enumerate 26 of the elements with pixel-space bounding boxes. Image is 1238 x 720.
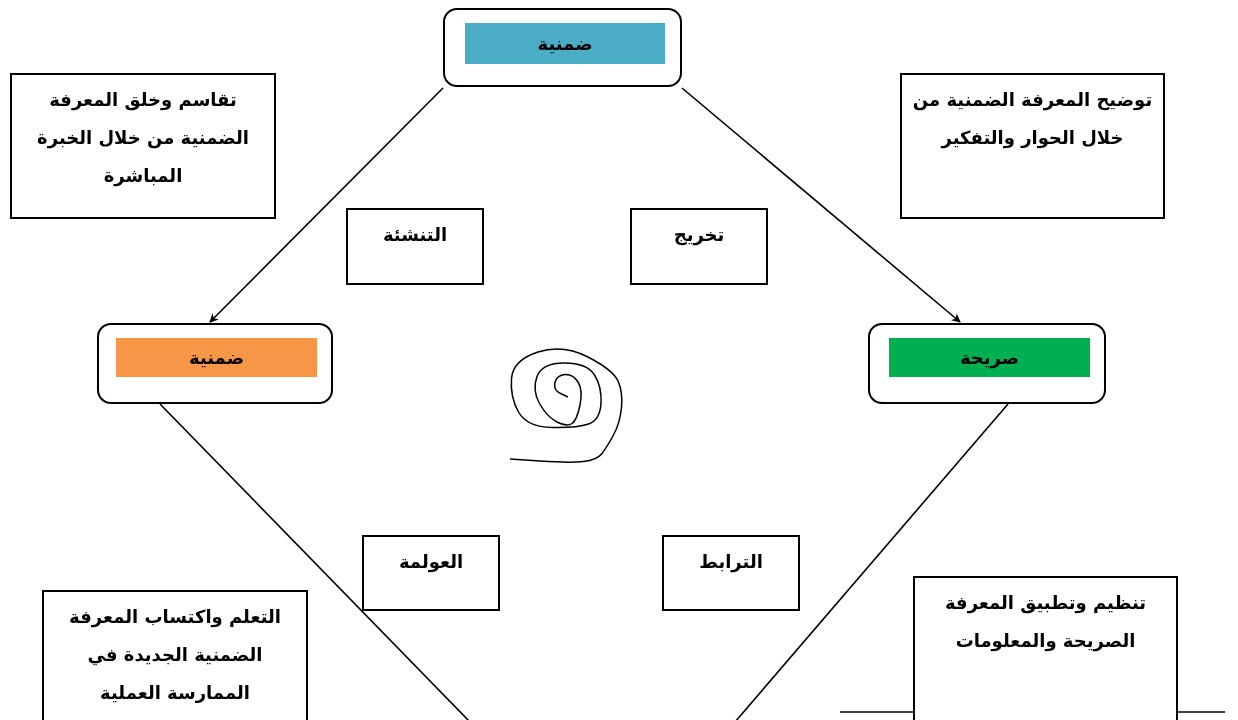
text-box [362, 535, 500, 611]
box-label: توضيح المعرفة الضمنية من خلال الحوار والتفكير [911, 88, 1154, 151]
box-label: التعلم واكتساب المعرفة الضمنية الجديدة في الممارسة العملية [68, 605, 282, 705]
text-box [630, 208, 768, 285]
rounded-box [443, 8, 682, 87]
connector-line [159, 403, 471, 720]
box-label: تقاسم وخلق المعرفة الضمنية من خلال الخبرة المباشرة [36, 88, 250, 189]
connector-line [734, 403, 1009, 720]
label-band: ضمنية [116, 338, 317, 377]
rounded-box [868, 323, 1106, 404]
text-box [913, 576, 1178, 720]
box-label: تنظيم وتطبيق المعرفة الصريحة والمعلومات [943, 591, 1148, 654]
text-box [346, 208, 484, 285]
text-box [10, 73, 276, 219]
box-label: الترابط [698, 550, 764, 575]
text-box [42, 590, 308, 720]
rounded-box [97, 323, 333, 404]
text-box [662, 535, 800, 611]
label-band: ضمنية [465, 23, 665, 64]
box-label: العولمة [397, 550, 465, 575]
text-box [900, 73, 1165, 219]
label-band: صريحة [889, 338, 1090, 377]
arrow [681, 87, 961, 323]
box-label: تخريج [672, 223, 726, 248]
box-label: التنشئة [381, 223, 449, 247]
arrow [209, 87, 444, 323]
